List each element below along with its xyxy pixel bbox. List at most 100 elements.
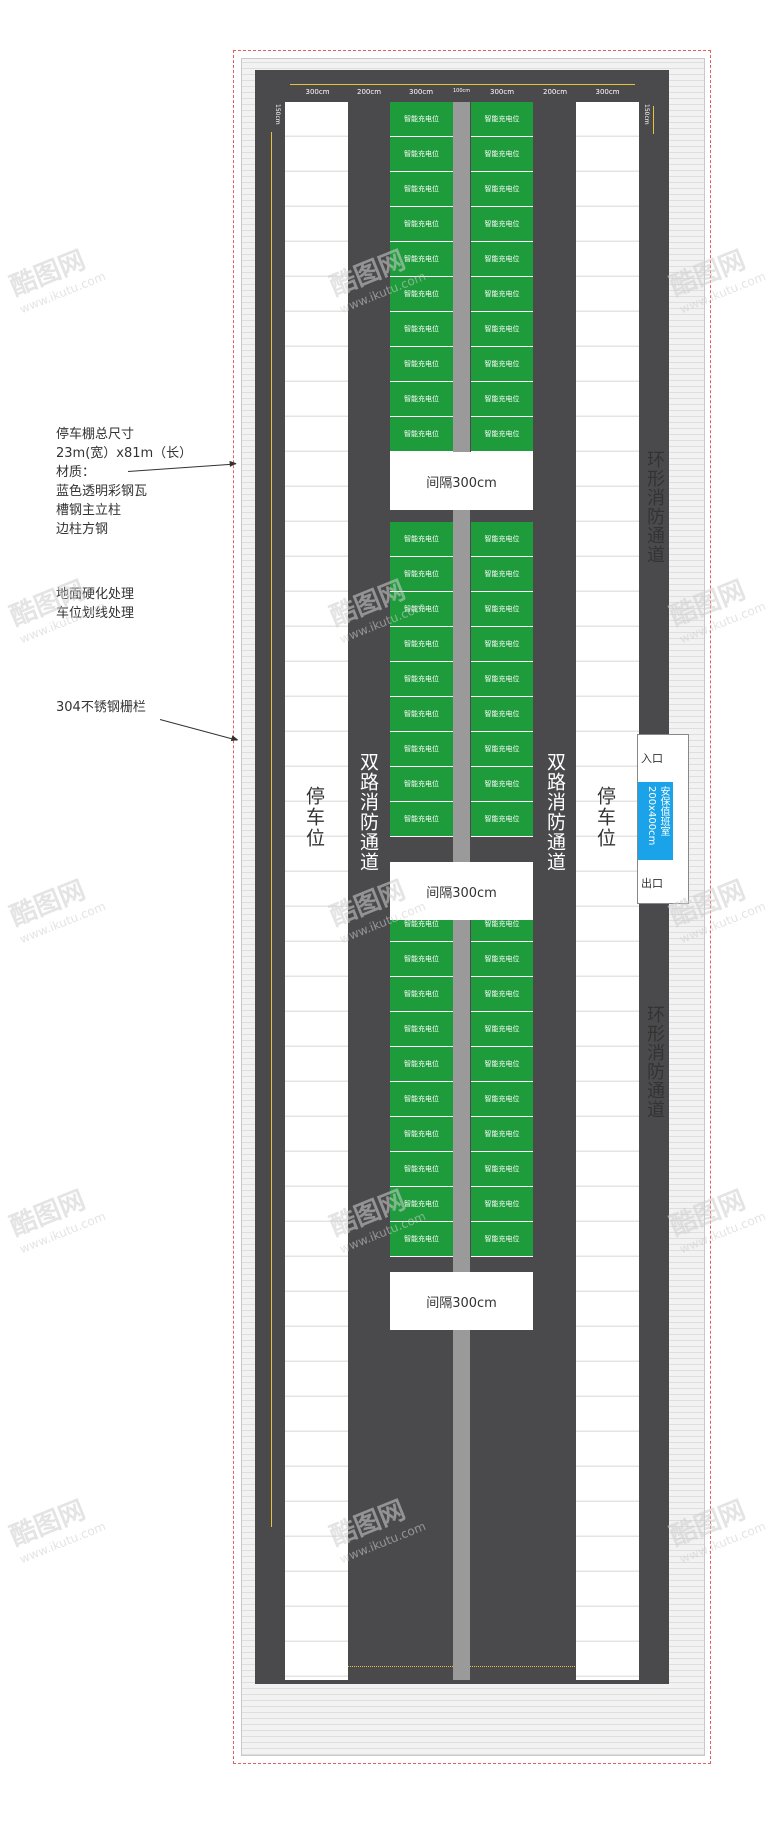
dimension-label: 300cm xyxy=(305,88,330,96)
charging-spot: 智能充电位 xyxy=(390,1222,453,1257)
charging-spot: 智能充电位 xyxy=(390,767,453,802)
charging-spot: 智能充电位 xyxy=(390,137,453,172)
charging-spot: 智能充电位 xyxy=(390,1117,453,1152)
charging-spot: 智能充电位 xyxy=(390,347,453,382)
charging-spot: 智能充电位 xyxy=(471,172,533,207)
parking-strip-right xyxy=(576,102,639,1680)
charging-spot: 智能充电位 xyxy=(471,1222,533,1257)
dimension-label: 300cm xyxy=(595,88,620,96)
charging-spot: 智能充电位 xyxy=(390,1082,453,1117)
charging-spot: 智能充电位 xyxy=(471,1082,533,1117)
charging-spot: 智能充电位 xyxy=(471,1047,533,1082)
parking-label-right: 停车位 xyxy=(594,786,616,849)
charging-spot: 智能充电位 xyxy=(390,522,453,557)
charging-spot: 智能充电位 xyxy=(390,242,453,277)
charging-spot: 智能充电位 xyxy=(471,312,533,347)
annotation-size: 停车棚总尺寸 23m(宽）x81m（长） 材质： 蓝色透明彩钢瓦 槽钢主立柱 边… xyxy=(56,425,192,539)
charging-spot: 智能充电位 xyxy=(471,977,533,1012)
guard-room-size: 200x400cm xyxy=(646,786,657,846)
charging-spot: 智能充电位 xyxy=(390,102,453,137)
gap-box: 间隔300cm xyxy=(390,1272,533,1330)
charging-spot: 智能充电位 xyxy=(390,1187,453,1222)
annotation-line: 槽钢主立柱 xyxy=(56,503,122,518)
dimension-label: 200cm xyxy=(542,88,568,96)
charging-spot: 智能充电位 xyxy=(390,1012,453,1047)
charging-spot: 智能充电位 xyxy=(471,382,533,417)
charging-spot: 智能充电位 xyxy=(471,557,533,592)
guard-room xyxy=(638,782,673,860)
perimeter-fence xyxy=(233,50,711,1764)
charging-spot: 智能充电位 xyxy=(471,802,533,837)
annotation-line: 停车棚总尺寸 xyxy=(56,427,135,442)
charging-spot: 智能充电位 xyxy=(471,732,533,767)
charging-spot: 智能充电位 xyxy=(390,557,453,592)
dimension-label: 300cm xyxy=(408,88,434,96)
charging-spot: 智能充电位 xyxy=(471,522,533,557)
charging-spot: 智能充电位 xyxy=(471,1117,533,1152)
charging-column-right: 智能充电位智能充电位智能充电位智能充电位智能充电位智能充电位智能充电位智能充电位… xyxy=(471,102,533,1680)
dimension-label-side: 150cm xyxy=(274,104,281,125)
charging-spot: 智能充电位 xyxy=(471,1187,533,1222)
charging-spot: 智能充电位 xyxy=(471,697,533,732)
annotation-fence: 304不锈钢栅栏 xyxy=(56,700,146,715)
charging-spot: 智能充电位 xyxy=(471,942,533,977)
charging-spot: 智能充电位 xyxy=(390,732,453,767)
guard-room-label: 安保值班室 200x400cm xyxy=(645,786,669,845)
charging-spot: 智能充电位 xyxy=(471,137,533,172)
charging-spot: 智能充电位 xyxy=(471,662,533,697)
charging-spot: 智能充电位 xyxy=(390,277,453,312)
fire-lane-label-right: 双路消防通道 xyxy=(544,752,566,872)
charging-spot: 智能充电位 xyxy=(471,277,533,312)
annotation-ground: 地面硬化处理 车位划线处理 xyxy=(56,585,134,623)
gap-box: 间隔300cm xyxy=(390,452,533,510)
charging-spot: 智能充电位 xyxy=(390,977,453,1012)
fire-lane-label-left: 双路消防通道 xyxy=(357,752,379,872)
charging-spot: 智能充电位 xyxy=(471,102,533,137)
dimension-label: 100cm xyxy=(453,88,471,94)
charging-spot: 智能充电位 xyxy=(471,1152,533,1187)
charging-spot: 智能充电位 xyxy=(471,417,533,452)
charging-spot: 智能充电位 xyxy=(471,347,533,382)
charging-spot: 智能充电位 xyxy=(390,172,453,207)
charging-spot: 智能充电位 xyxy=(390,802,453,837)
guard-room-name: 安保值班室 xyxy=(658,786,669,836)
charging-spot: 智能充电位 xyxy=(390,207,453,242)
dimension-line-top xyxy=(290,84,635,85)
gap-box: 间隔300cm xyxy=(390,862,533,920)
dimension-label: 300cm xyxy=(489,88,515,96)
dimension-label: 200cm xyxy=(356,88,382,96)
charging-spot: 智能充电位 xyxy=(390,312,453,347)
charging-spot: 智能充电位 xyxy=(471,207,533,242)
charging-spot: 智能充电位 xyxy=(390,942,453,977)
parking-strip-left xyxy=(285,102,348,1680)
charging-spot: 智能充电位 xyxy=(471,242,533,277)
dimension-label-side: 150cm xyxy=(643,104,650,125)
arrow-icon xyxy=(159,719,238,741)
annotation-line: 23m(宽）x81m（长） xyxy=(56,446,193,461)
annotation-line: 边柱方钢 xyxy=(56,522,109,537)
charging-spot: 智能充电位 xyxy=(471,1012,533,1047)
charging-spot: 智能充电位 xyxy=(390,662,453,697)
annotation-line: 车位划线处理 xyxy=(56,606,135,621)
dimension-line-left xyxy=(271,132,272,1527)
charging-spot: 智能充电位 xyxy=(390,1152,453,1187)
charging-spot: 智能充电位 xyxy=(471,592,533,627)
dimension-line-right xyxy=(653,106,654,134)
charging-spot: 智能充电位 xyxy=(390,627,453,662)
ring-fire-lane-label-top: 环形消防通道 xyxy=(644,450,665,564)
charging-spot: 智能充电位 xyxy=(390,592,453,627)
annotation-line: 地面硬化处理 xyxy=(56,587,135,602)
exit-label: 出口 xyxy=(641,877,663,890)
charging-spot: 智能充电位 xyxy=(390,417,453,452)
ring-fire-lane-label-bottom: 环形消防通道 xyxy=(644,1005,665,1119)
charging-spot: 智能充电位 xyxy=(390,1047,453,1082)
parking-label-left: 停车位 xyxy=(303,786,325,849)
charging-spot: 智能充电位 xyxy=(390,697,453,732)
charging-spot: 智能充电位 xyxy=(471,767,533,802)
charging-spot: 智能充电位 xyxy=(390,382,453,417)
